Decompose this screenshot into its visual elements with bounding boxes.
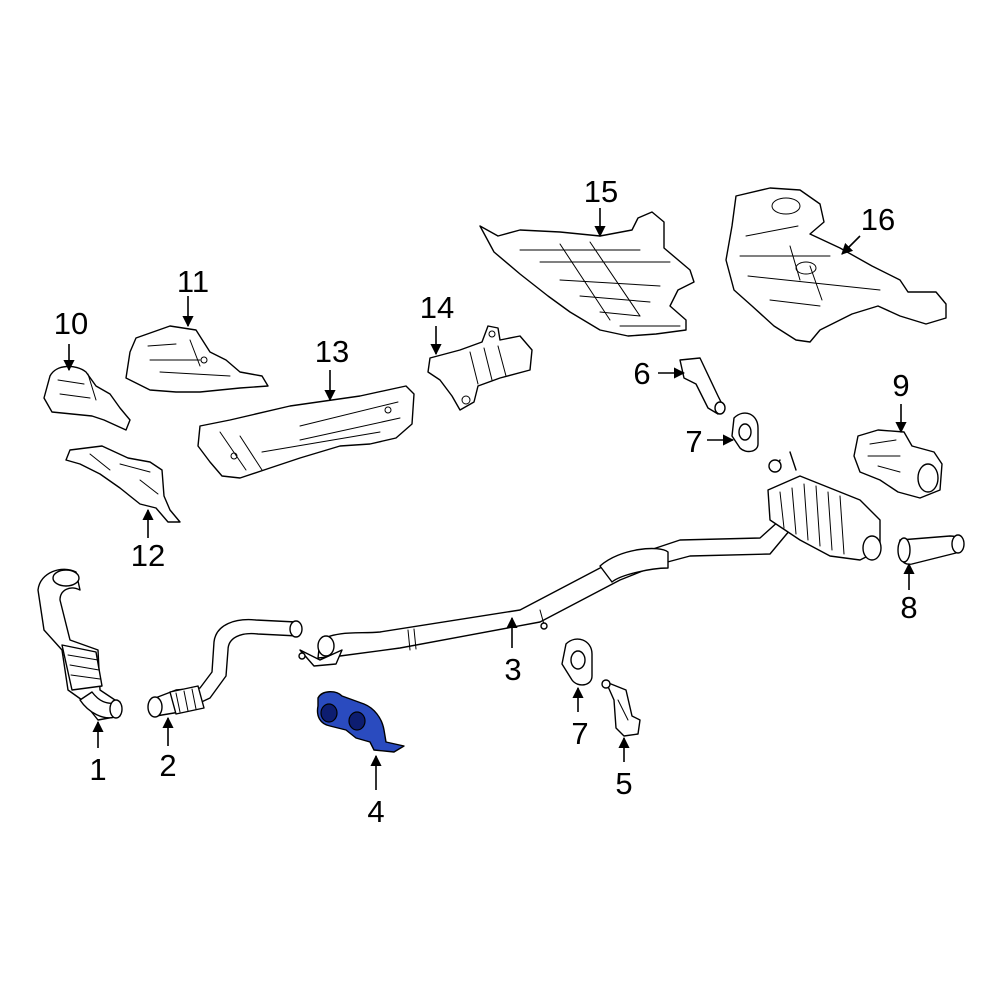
part-6-hanger[interactable] [679, 357, 726, 415]
part-12-heat-shield[interactable] [65, 445, 181, 523]
callout-9[interactable]: 9 [892, 368, 909, 403]
part-5-hanger-bracket[interactable] [601, 679, 641, 737]
part-11-heat-shield[interactable] [125, 325, 269, 393]
part-2-intermediate-pipe[interactable] [147, 618, 303, 718]
part-4-exhaust-bracket[interactable] [316, 691, 405, 753]
callout-1[interactable]: 1 [89, 752, 106, 787]
arrow-16 [841, 235, 861, 255]
callout-16[interactable]: 16 [861, 202, 895, 237]
part-8-tail-pipe[interactable] [897, 534, 965, 565]
callout-10[interactable]: 10 [54, 306, 88, 341]
callout-14[interactable]: 14 [420, 290, 454, 325]
part-7-insulator-lower[interactable] [561, 638, 593, 686]
callout-11[interactable]: 11 [177, 264, 209, 299]
callout-3[interactable]: 3 [504, 652, 521, 687]
part-7-insulator-upper[interactable] [731, 412, 759, 453]
part-13-heat-shield[interactable] [197, 385, 415, 479]
callout-7-upper[interactable]: 7 [685, 424, 702, 459]
part-14-heat-shield[interactable] [427, 325, 533, 411]
callout-5[interactable]: 5 [615, 766, 632, 801]
callout-13[interactable]: 13 [315, 334, 349, 369]
callout-4[interactable]: 4 [367, 794, 384, 829]
callout-arrows [63, 208, 915, 790]
callout-12[interactable]: 12 [131, 538, 165, 573]
callout-2[interactable]: 2 [159, 748, 176, 783]
part-16-heat-shield[interactable] [725, 187, 947, 343]
part-10-heat-shield[interactable] [43, 365, 131, 431]
callout-7-lower[interactable]: 7 [571, 716, 588, 751]
callout-6[interactable]: 6 [633, 356, 650, 391]
part-3-muffler-pipe-assembly[interactable] [298, 451, 882, 667]
callout-15[interactable]: 15 [584, 174, 618, 209]
callout-labels: 1 2 3 4 5 6 7 7 8 9 10 11 12 13 14 15 16 [54, 174, 918, 829]
callout-8[interactable]: 8 [900, 590, 917, 625]
part-9-exhaust-valve-actuator[interactable] [853, 429, 943, 499]
part-15-heat-shield[interactable] [479, 211, 695, 337]
part-1-catalytic-converter[interactable] [37, 568, 123, 721]
